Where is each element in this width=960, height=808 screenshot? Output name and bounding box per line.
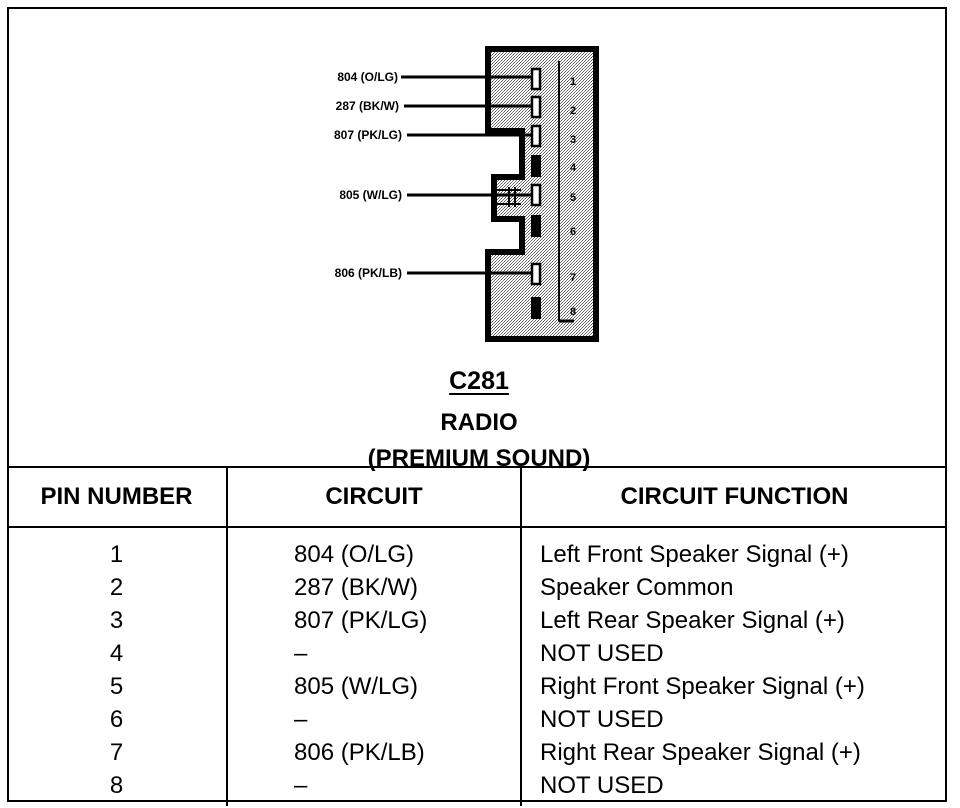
terminal-2 bbox=[530, 95, 542, 119]
cell-circuit: 805 (W/LG) bbox=[226, 670, 521, 703]
terminal-1 bbox=[530, 67, 542, 91]
cell-pin: 1 bbox=[109, 540, 124, 568]
pin-number-4: 4 bbox=[570, 162, 577, 174]
table-row: 5 805 (W/LG) Right Front Speaker Signal … bbox=[7, 670, 947, 703]
cell-circuit: – bbox=[226, 769, 521, 806]
pin-number-2: 2 bbox=[570, 105, 576, 117]
terminal-8 bbox=[531, 297, 541, 319]
table-row: 7 806 (PK/LB) Right Rear Speaker Signal … bbox=[7, 736, 947, 769]
table-row: 8 – NOT USED bbox=[7, 769, 947, 806]
component-name: RADIO bbox=[440, 409, 518, 436]
cell-function: Speaker Common bbox=[520, 571, 947, 604]
table-header-row: PIN NUMBER CIRCUIT CIRCUIT FUNCTION bbox=[7, 466, 947, 528]
pin-number-5: 5 bbox=[570, 192, 576, 204]
cell-pin: 4 bbox=[109, 639, 124, 667]
terminals bbox=[530, 67, 542, 319]
cell-pin: 5 bbox=[109, 672, 124, 700]
terminal-4 bbox=[531, 155, 541, 177]
wire-label-pin-5: 805 (W/LG) bbox=[339, 188, 402, 202]
connector-diagram: 804 (O/LG) 287 (BK/W) 807 (PK/LG) 805 (W… bbox=[334, 46, 599, 342]
cell-pin: 8 bbox=[109, 771, 124, 799]
cell-function: Left Front Speaker Signal (+) bbox=[520, 527, 947, 571]
cell-function: Right Rear Speaker Signal (+) bbox=[520, 736, 947, 769]
cell-circuit: – bbox=[226, 703, 521, 736]
table-row: 4 – NOT USED bbox=[7, 637, 947, 670]
cell-circuit: 287 (BK/W) bbox=[226, 571, 521, 604]
header-pin-number: PIN NUMBER bbox=[7, 466, 227, 528]
terminal-7 bbox=[530, 262, 542, 286]
table-row: 6 – NOT USED bbox=[7, 703, 947, 736]
wire-label-pin-3: 807 (PK/LG) bbox=[334, 128, 402, 142]
pin-number-8: 8 bbox=[570, 306, 576, 318]
cell-pin: 6 bbox=[109, 705, 124, 733]
pin-number-7: 7 bbox=[570, 272, 576, 284]
table-row: 3 807 (PK/LG) Left Rear Speaker Signal (… bbox=[7, 604, 947, 637]
connector-pin-numbers: 1 2 3 4 5 6 7 8 bbox=[570, 76, 577, 318]
terminal-5 bbox=[530, 183, 542, 207]
locking-latch bbox=[497, 187, 521, 207]
wire-label-pin-7: 806 (PK/LB) bbox=[335, 266, 402, 280]
cell-function: Right Front Speaker Signal (+) bbox=[520, 670, 947, 703]
pin-table: PIN NUMBER CIRCUIT CIRCUIT FUNCTION 1 80… bbox=[7, 466, 947, 806]
table-row: 1 804 (O/LG) Left Front Speaker Signal (… bbox=[7, 527, 947, 571]
terminal-3 bbox=[530, 124, 542, 148]
cell-function: NOT USED bbox=[520, 703, 947, 736]
cell-pin: 3 bbox=[109, 606, 124, 634]
cell-pin: 7 bbox=[109, 738, 124, 766]
connector-id: C281 bbox=[449, 367, 509, 395]
pin-number-1: 1 bbox=[570, 76, 576, 88]
pin-number-3: 3 bbox=[570, 134, 576, 146]
header-circuit: CIRCUIT bbox=[226, 466, 521, 528]
cell-function: NOT USED bbox=[520, 769, 947, 806]
cell-pin: 2 bbox=[109, 573, 124, 601]
connector-face bbox=[491, 52, 593, 336]
cell-function: Left Rear Speaker Signal (+) bbox=[520, 604, 947, 637]
pin-number-6: 6 bbox=[570, 226, 576, 238]
cell-circuit: – bbox=[226, 637, 521, 670]
header-circuit-function: CIRCUIT FUNCTION bbox=[520, 466, 947, 528]
cell-function: NOT USED bbox=[520, 637, 947, 670]
table-row: 2 287 (BK/W) Speaker Common bbox=[7, 571, 947, 604]
wire-label-pin-1: 804 (O/LG) bbox=[337, 70, 398, 84]
cell-circuit: 804 (O/LG) bbox=[226, 527, 521, 571]
cell-circuit: 806 (PK/LB) bbox=[226, 736, 521, 769]
cell-circuit: 807 (PK/LG) bbox=[226, 604, 521, 637]
terminal-6 bbox=[531, 215, 541, 237]
wire-leads bbox=[401, 75, 532, 275]
wire-label-pin-2: 287 (BK/W) bbox=[336, 99, 399, 113]
